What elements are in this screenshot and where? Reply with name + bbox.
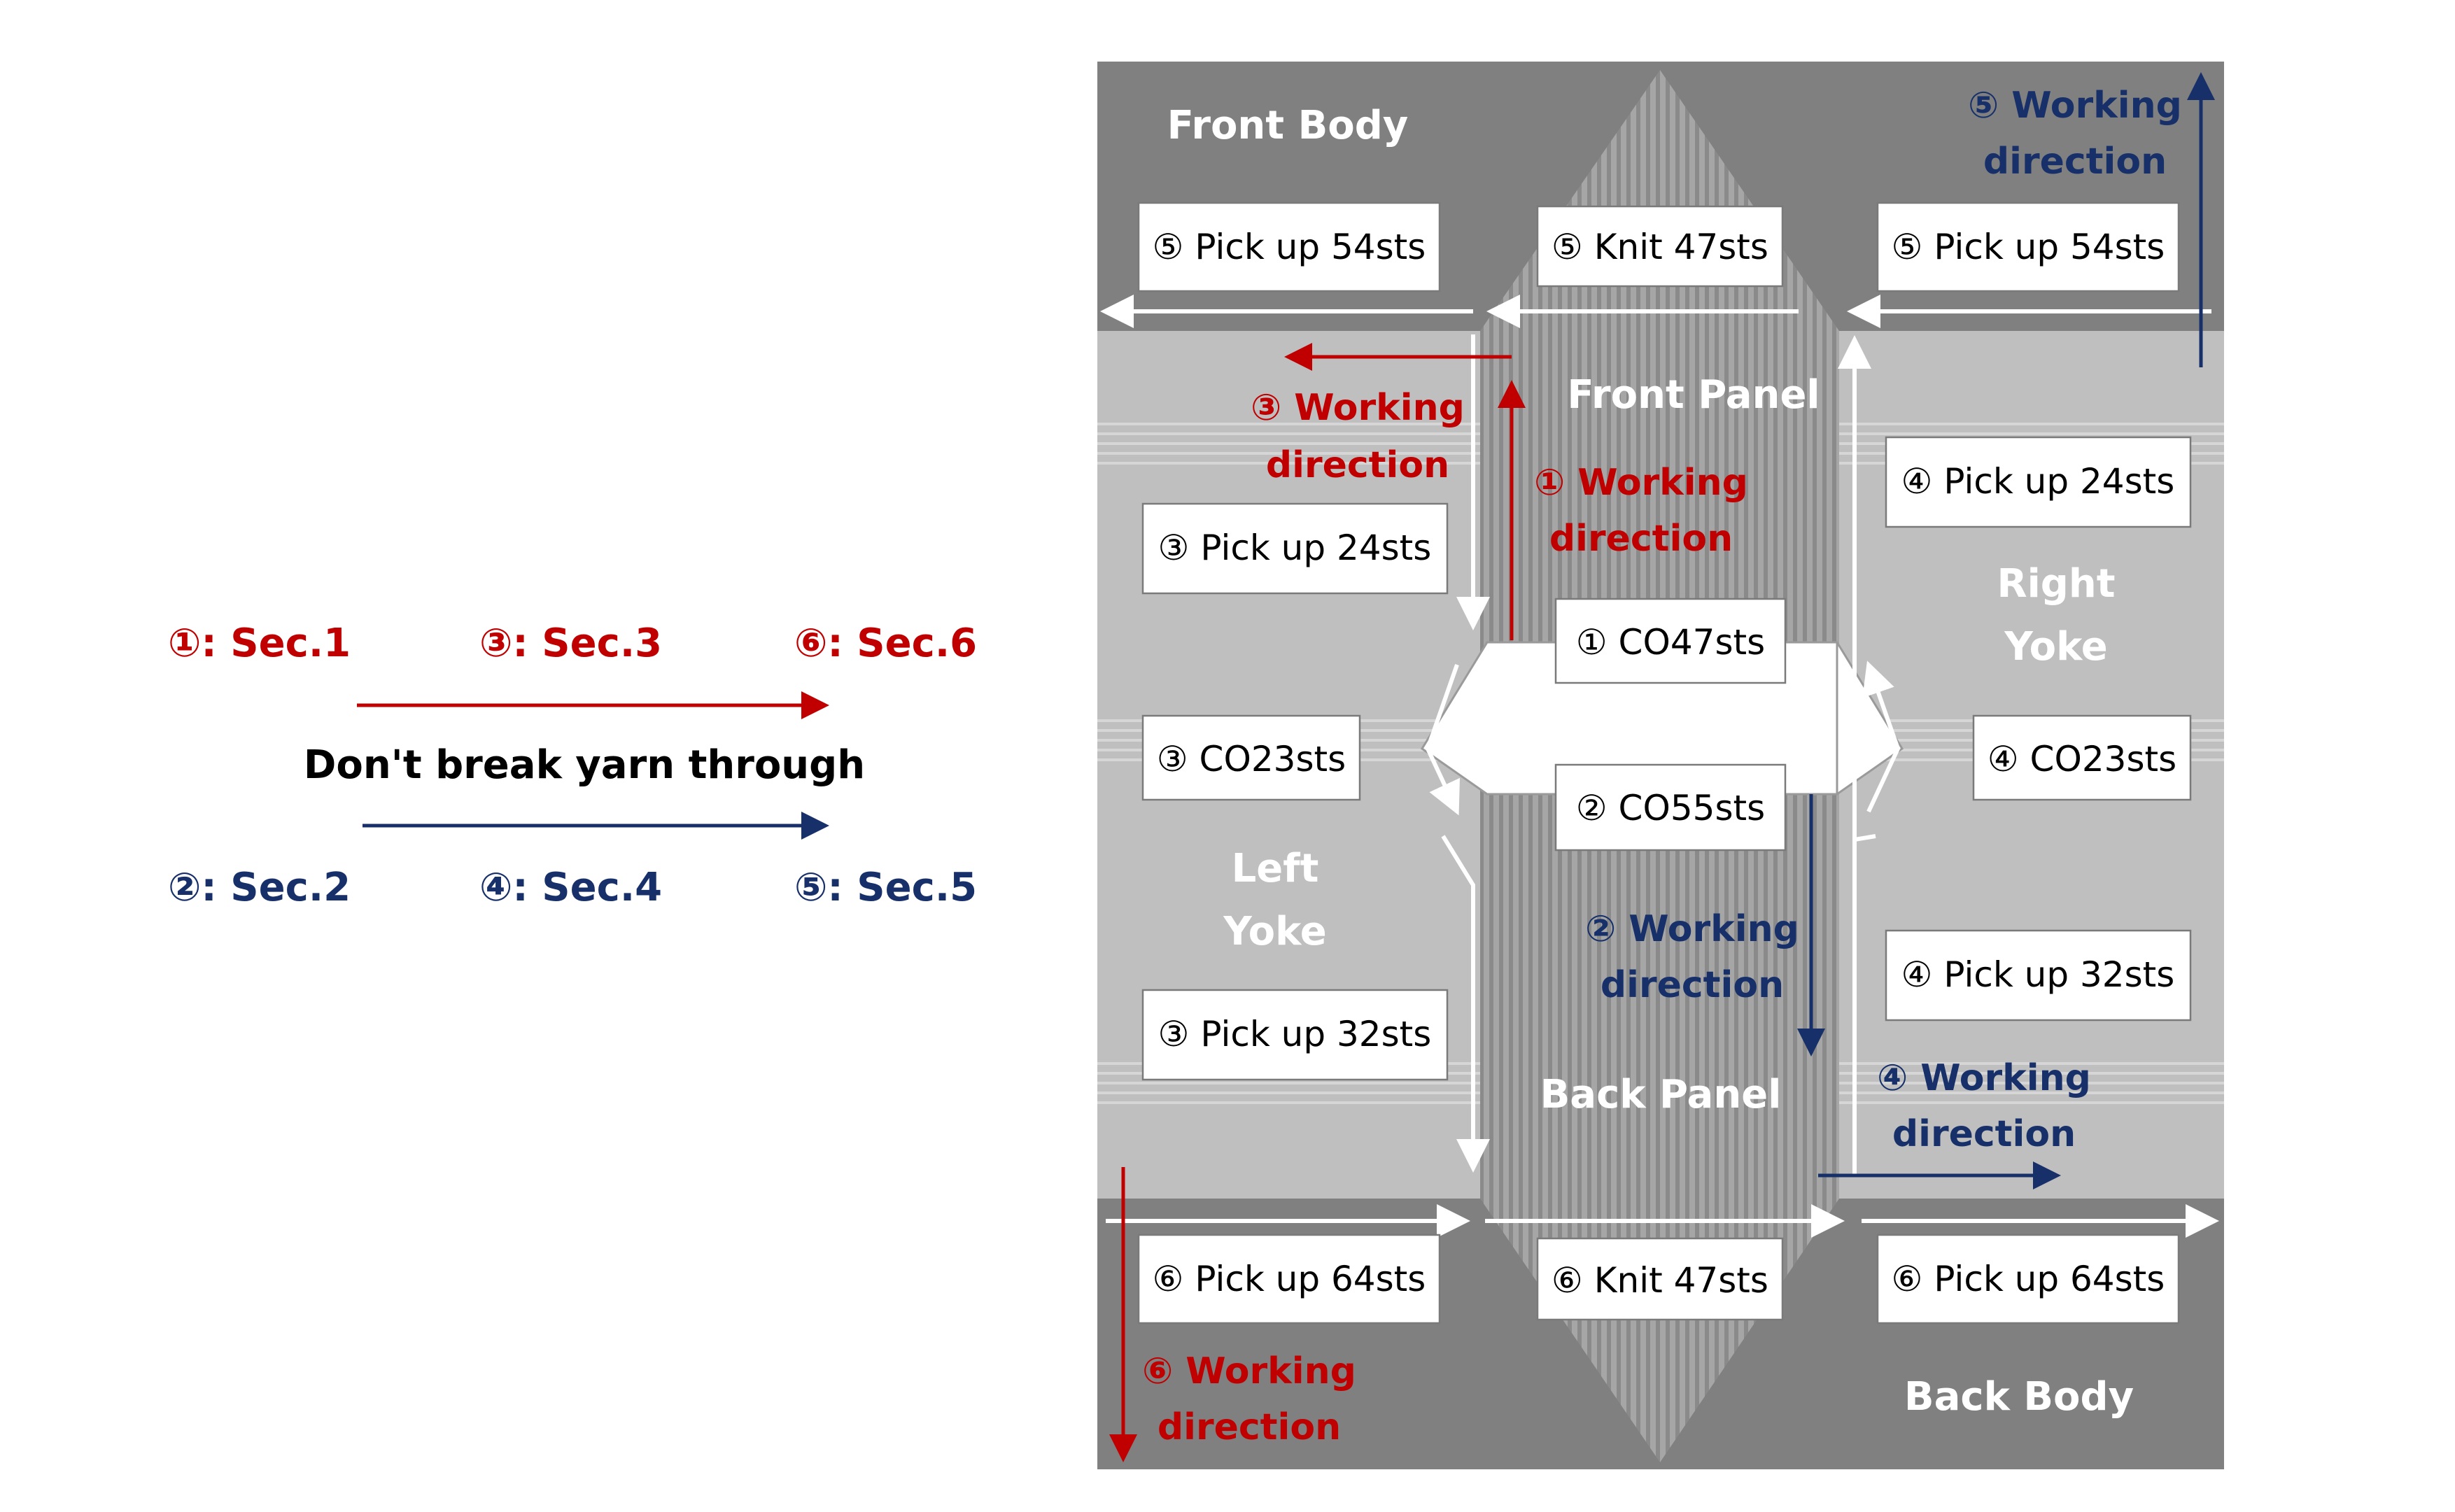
box-s4-pick-24: ④ Pick up 24sts — [1885, 436, 2192, 528]
svg-text:⑥ Knit 47sts: ⑥ Knit 47sts — [1552, 1260, 1768, 1301]
right-yoke-label-2: Yoke — [2004, 624, 2108, 670]
front-panel-label: Front Panel — [1567, 372, 1820, 418]
left-yoke-label-2: Yoke — [1223, 909, 1327, 954]
dir5-line2: direction — [1983, 141, 2167, 183]
dir3-line2: direction — [1266, 444, 1449, 486]
dir5-line1: ⑤ Working — [1968, 85, 2182, 127]
legend-sec6: ⑥: Sec.6 — [794, 621, 977, 666]
svg-text:④ CO23sts: ④ CO23sts — [1988, 739, 2176, 779]
svg-text:⑤ Pick up 54sts: ⑤ Pick up 54sts — [1892, 227, 2165, 267]
svg-text:① CO47sts: ① CO47sts — [1576, 622, 1765, 663]
box-s2-co: ② CO55sts — [1554, 763, 1787, 852]
box-s3-pick-32: ③ Pick up 32sts — [1141, 989, 1449, 1081]
dir6-line1: ⑥ Working — [1142, 1350, 1356, 1392]
box-s4-pick-32: ④ Pick up 32sts — [1885, 929, 2192, 1022]
dir1-line1: ① Working — [1534, 462, 1748, 504]
svg-text:⑥ Pick up 64sts: ⑥ Pick up 64sts — [1153, 1259, 1426, 1299]
direction-labels: ⑤ Working direction ③ Working direction … — [1142, 85, 2182, 1448]
legend-sec2: ②: Sec.2 — [168, 865, 351, 910]
legend: ①: Sec.1 ③: Sec.3 ⑥: Sec.6 Don't break y… — [168, 621, 977, 910]
box-s6-pick-left: ⑥ Pick up 64sts — [1137, 1234, 1441, 1324]
dir2-line2: direction — [1601, 964, 1784, 1006]
left-yoke-label-1: Left — [1232, 846, 1319, 891]
front-body-label: Front Body — [1167, 103, 1409, 148]
dir4-line1: ④ Working — [1877, 1057, 2091, 1099]
box-s3-co: ③ CO23sts — [1141, 714, 1361, 801]
svg-text:④ Pick up 32sts: ④ Pick up 32sts — [1901, 954, 2175, 995]
legend-sec4: ④: Sec.4 — [479, 865, 662, 910]
svg-text:⑥ Pick up 64sts: ⑥ Pick up 64sts — [1892, 1259, 2165, 1299]
back-body-label: Back Body — [1904, 1374, 2134, 1420]
svg-text:③ CO23sts: ③ CO23sts — [1157, 739, 1346, 779]
back-panel-label: Back Panel — [1540, 1072, 1782, 1117]
legend-sec5: ⑤: Sec.5 — [794, 865, 977, 910]
direction-arrows — [1109, 72, 2215, 1462]
box-s6-pick-right: ⑥ Pick up 64sts — [1876, 1234, 2180, 1324]
dir1-line2: direction — [1549, 518, 1733, 560]
legend-sec3: ③: Sec.3 — [479, 621, 662, 666]
dir4-line2: direction — [1892, 1113, 2076, 1155]
svg-text:⑤ Pick up 54sts: ⑤ Pick up 54sts — [1153, 227, 1426, 267]
stitch-boxes: ⑤ Pick up 54sts ⑤ Knit 47sts ⑤ Pick up 5… — [1137, 202, 2192, 1324]
svg-text:⑤ Knit 47sts: ⑤ Knit 47sts — [1552, 227, 1768, 267]
box-s3-pick-24: ③ Pick up 24sts — [1141, 502, 1449, 595]
legend-middle-text: Don't break yarn through — [304, 742, 865, 788]
dir3-line1: ③ Working — [1251, 387, 1465, 429]
box-s5-pick-left: ⑤ Pick up 54sts — [1137, 202, 1441, 292]
svg-text:② CO55sts: ② CO55sts — [1576, 788, 1765, 828]
box-s4-co: ④ CO23sts — [1972, 714, 2192, 801]
dir6-line2: direction — [1158, 1406, 1341, 1448]
dir2-line1: ② Working — [1585, 908, 1799, 950]
legend-sec1: ①: Sec.1 — [168, 621, 351, 666]
svg-text:④ Pick up 24sts: ④ Pick up 24sts — [1901, 461, 2175, 502]
region-labels: Front Body Front Panel Left Yoke Right Y… — [1167, 103, 2134, 1420]
svg-text:③ Pick up 24sts: ③ Pick up 24sts — [1158, 528, 1432, 568]
white-arrows — [1100, 295, 2219, 1238]
box-s5-knit: ⑤ Knit 47sts — [1536, 205, 1784, 288]
right-yoke-label-1: Right — [1997, 561, 2115, 607]
box-s6-knit: ⑥ Knit 47sts — [1536, 1237, 1784, 1321]
svg-text:③ Pick up 32sts: ③ Pick up 32sts — [1158, 1014, 1432, 1054]
box-s1-co: ① CO47sts — [1554, 598, 1787, 684]
box-s5-pick-right: ⑤ Pick up 54sts — [1876, 202, 2180, 292]
